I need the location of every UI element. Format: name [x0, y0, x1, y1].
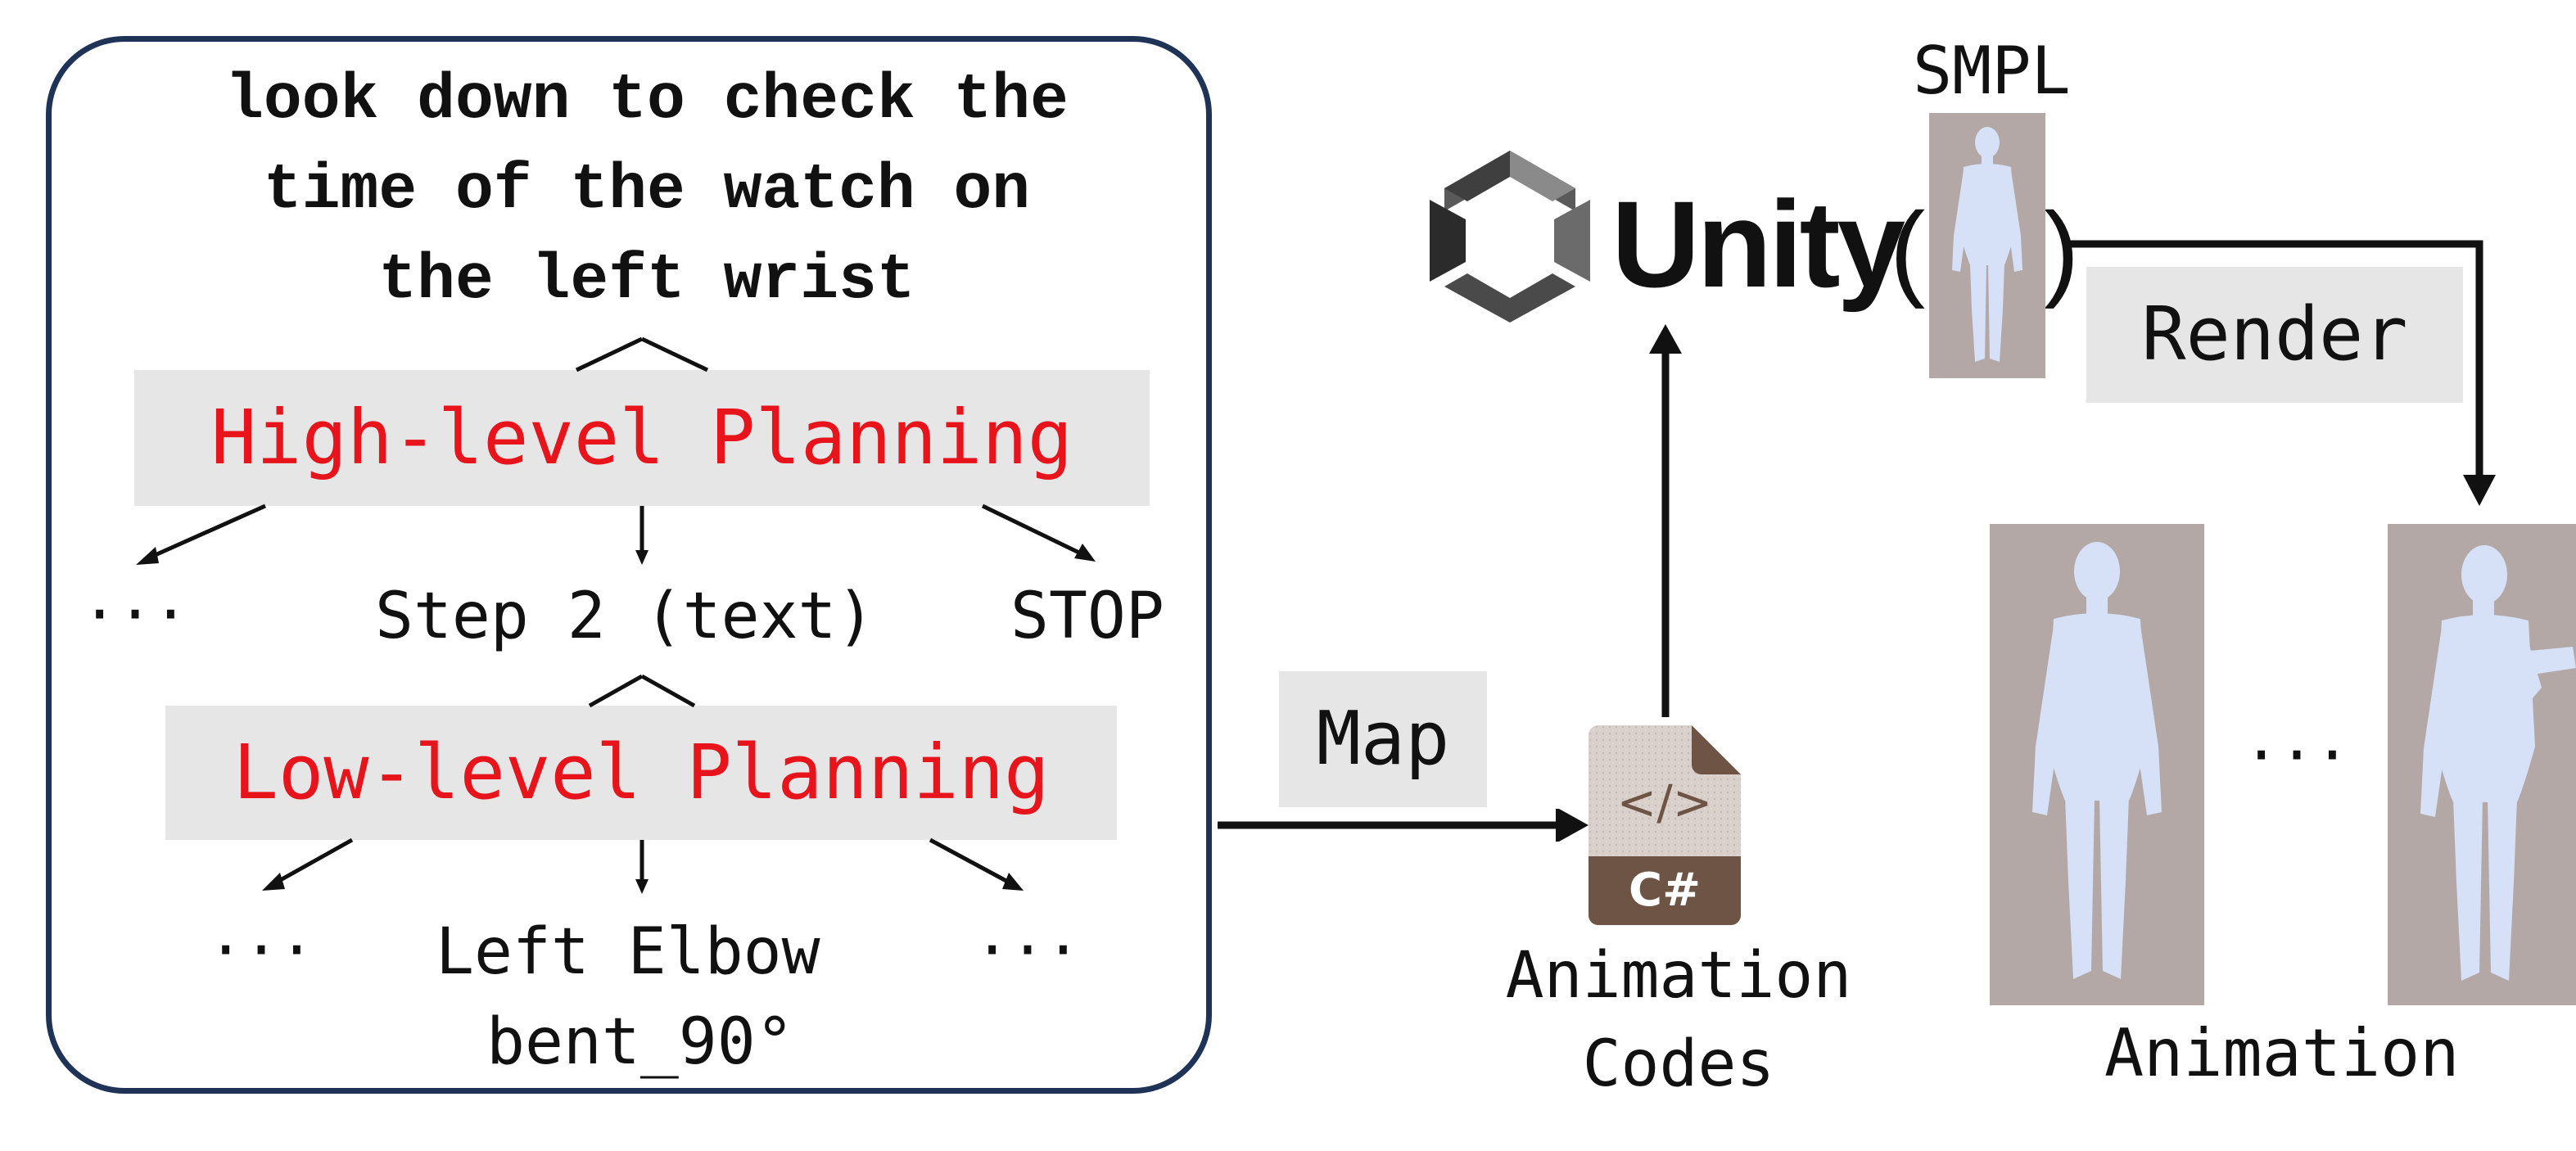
high-level-planning-box: High-level Planning: [134, 370, 1150, 506]
map-label: Map: [1279, 671, 1487, 807]
smpl-label: SMPL: [1913, 33, 2071, 109]
animation-figure-standing-icon: [2032, 542, 2162, 979]
animation-frame-last: [2388, 524, 2576, 1005]
high-level-tree-lines: [142, 336, 1089, 562]
low-level-tree-lines: [269, 674, 1017, 888]
low-level-planning-box: Low-level Planning: [165, 706, 1117, 840]
text-prompt: look down to check the time of the watch…: [82, 56, 1212, 326]
animation-figure-checking-watch-icon: [2420, 545, 2576, 981]
low-level-output-ellipsis-left: ···: [208, 915, 315, 984]
unity-paren-open: (: [1890, 190, 1926, 309]
render-arrow: [2070, 240, 2483, 475]
unity-paren-close: ): [2044, 190, 2080, 309]
csharp-badge: C#: [1628, 864, 1702, 917]
high-level-tree-arrowheads: [136, 544, 1096, 565]
csharp-file-icon: [1589, 725, 1741, 925]
animation-codes-line-1: Animation: [1505, 939, 1852, 1013]
map-arrow-head: [1556, 809, 1589, 842]
prompt-line-1: look down to check the: [225, 65, 1069, 137]
render-arrow-head: [2463, 475, 2496, 506]
high-level-output-ellipsis: ···: [82, 580, 189, 648]
animation-codes-line-2: Codes: [1582, 1027, 1775, 1101]
animation-ellipsis: ···: [2244, 720, 2351, 789]
bent-90-text: bent_90°: [486, 1005, 794, 1079]
left-elbow-text: Left Elbow: [436, 915, 820, 989]
animation-codes-label: Animation Codes: [1466, 932, 1891, 1108]
animation-label: Animation: [2104, 1015, 2460, 1091]
smpl-body-model: [1929, 113, 2045, 378]
animation-frame-first: [1990, 524, 2204, 1005]
unity-cube-icon: [1430, 151, 1590, 323]
render-label: Render: [2086, 267, 2463, 403]
unity-wordmark: Unity: [1611, 175, 1905, 313]
step-2-text: Step 2 (text): [375, 580, 875, 653]
planning-panel: [46, 36, 1212, 1094]
prompt-line-3: the left wrist: [378, 245, 915, 317]
code-glyph: </>: [1616, 774, 1713, 830]
code-to-unity-arrow-head: [1649, 324, 1682, 354]
stop-text: STOP: [1010, 580, 1164, 653]
low-level-output-ellipsis-right: ···: [974, 915, 1082, 984]
smpl-figure-icon: [1952, 127, 2022, 362]
low-level-tree-arrowheads: [262, 873, 1024, 894]
prompt-line-2: time of the watch on: [263, 155, 1031, 227]
